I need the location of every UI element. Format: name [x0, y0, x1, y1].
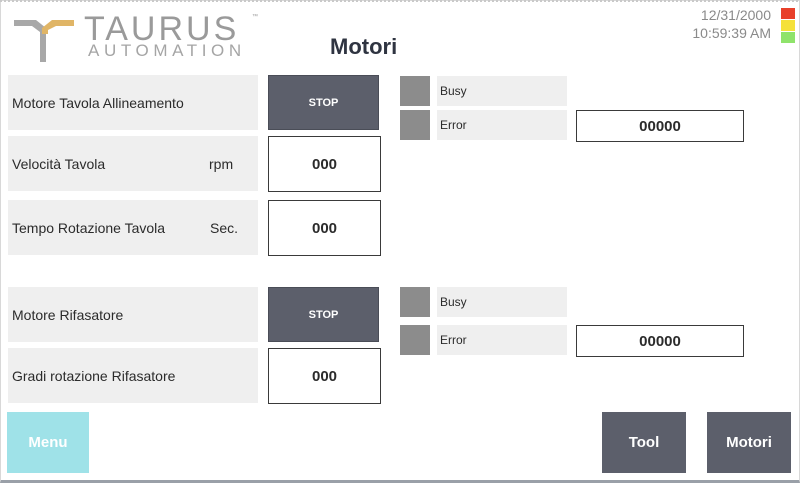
rotation-time-label-text: Tempo Rotazione Tavola [12, 219, 166, 236]
tool-button[interactable]: Tool [602, 412, 686, 473]
company-logo: TAURUS ™ AUTOMATION [12, 12, 262, 62]
degrees-label-text: Gradi rotazione Rifasatore [12, 367, 176, 384]
page-title: Motori [330, 34, 398, 59]
rotation-time-label: Tempo Rotazione Tavola [8, 200, 258, 255]
motor2-error-code-field[interactable]: 00000 [576, 325, 744, 357]
speed-label-text: Velocità Tavola [12, 155, 106, 172]
motor1-error-label: Error [437, 110, 567, 140]
motor1-busy-label: Busy [437, 76, 567, 106]
motor1-stop-button[interactable]: STOP [268, 75, 379, 130]
degrees-label: Gradi rotazione Rifasatore [8, 348, 258, 403]
rotation-time-unit: Sec. [210, 220, 239, 236]
speed-value-field[interactable]: 000 [268, 136, 381, 192]
motor2-label-text: Motore Rifasatore [12, 306, 124, 323]
motor1-error-indicator [400, 110, 430, 140]
status-light-yellow [781, 20, 795, 31]
taurus-logo-icon [14, 20, 74, 62]
motor1-label-text: Motore Tavola Allineamento [12, 94, 184, 111]
motor2-busy-label: Busy [437, 287, 567, 317]
logo-subtitle: AUTOMATION [88, 41, 246, 60]
date-text: 12/31/2000 [700, 7, 771, 23]
speed-unit: rpm [209, 156, 234, 172]
motor2-stop-button[interactable]: STOP [268, 287, 379, 342]
rotation-time-value-field[interactable]: 000 [268, 200, 381, 256]
motori-button[interactable]: Motori [707, 412, 791, 473]
time-text: 10:59:39 AM [692, 25, 771, 41]
motor2-error-label: Error [437, 325, 567, 355]
speed-label: Velocità Tavola [8, 136, 258, 191]
logo-trademark: ™ [252, 14, 258, 20]
menu-button[interactable]: Menu [7, 412, 89, 473]
top-border [0, 0, 800, 2]
degrees-value-field[interactable]: 000 [268, 348, 381, 404]
motor2-error-indicator [400, 325, 430, 355]
motor2-busy-indicator [400, 287, 430, 317]
motor1-busy-indicator [400, 76, 430, 106]
status-lights [781, 8, 795, 44]
status-light-red [781, 8, 795, 19]
motor1-label: Motore Tavola Allineamento [8, 75, 258, 130]
logo-wordmark: TAURUS [84, 10, 240, 48]
motor2-label: Motore Rifasatore [8, 287, 258, 342]
status-light-green [781, 32, 795, 43]
motor1-error-code-field[interactable]: 00000 [576, 110, 744, 142]
datetime-display: 12/31/2000 10:59:39 AM [692, 6, 771, 42]
